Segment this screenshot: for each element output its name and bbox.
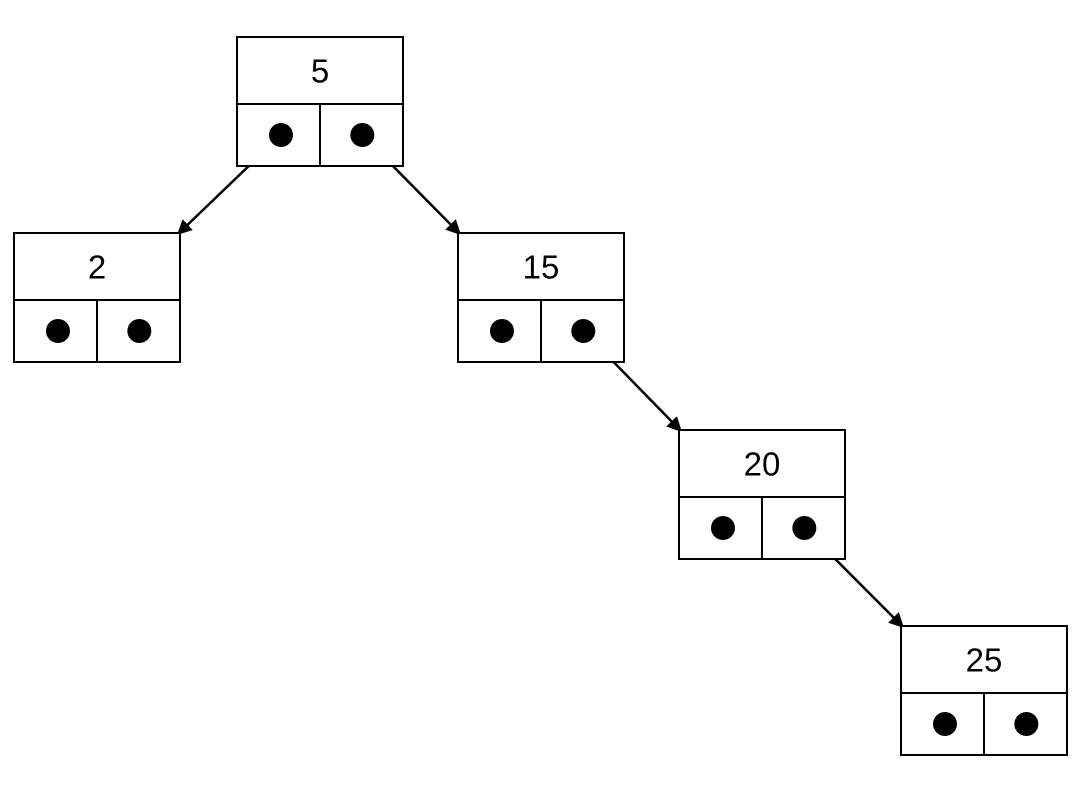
tree-node-15: 15 — [457, 232, 625, 363]
right-pointer-dot — [127, 319, 152, 343]
left-pointer-dot — [932, 712, 957, 736]
tree-node-2: 2 — [13, 232, 181, 363]
left-pointer-dot — [489, 319, 514, 343]
left-pointer-dot — [268, 123, 293, 147]
node-value-label: 15 — [523, 249, 560, 286]
right-pointer-dot — [792, 516, 817, 540]
node-value-label: 20 — [744, 446, 781, 483]
node-value-label: 2 — [88, 249, 106, 286]
node-value-label: 25 — [966, 642, 1003, 679]
left-pointer-dot — [710, 516, 735, 540]
node-value-label: 5 — [311, 53, 329, 90]
left-pointer-dot — [45, 319, 70, 343]
right-pointer-dot — [571, 319, 596, 343]
nodes-layer: 5 2 15 20 25 — [13, 36, 1068, 756]
tree-node-5: 5 — [236, 36, 404, 167]
right-pointer-dot — [1014, 712, 1039, 736]
tree-node-25: 25 — [900, 625, 1068, 756]
right-pointer-dot — [350, 123, 375, 147]
tree-node-20: 20 — [678, 429, 846, 560]
